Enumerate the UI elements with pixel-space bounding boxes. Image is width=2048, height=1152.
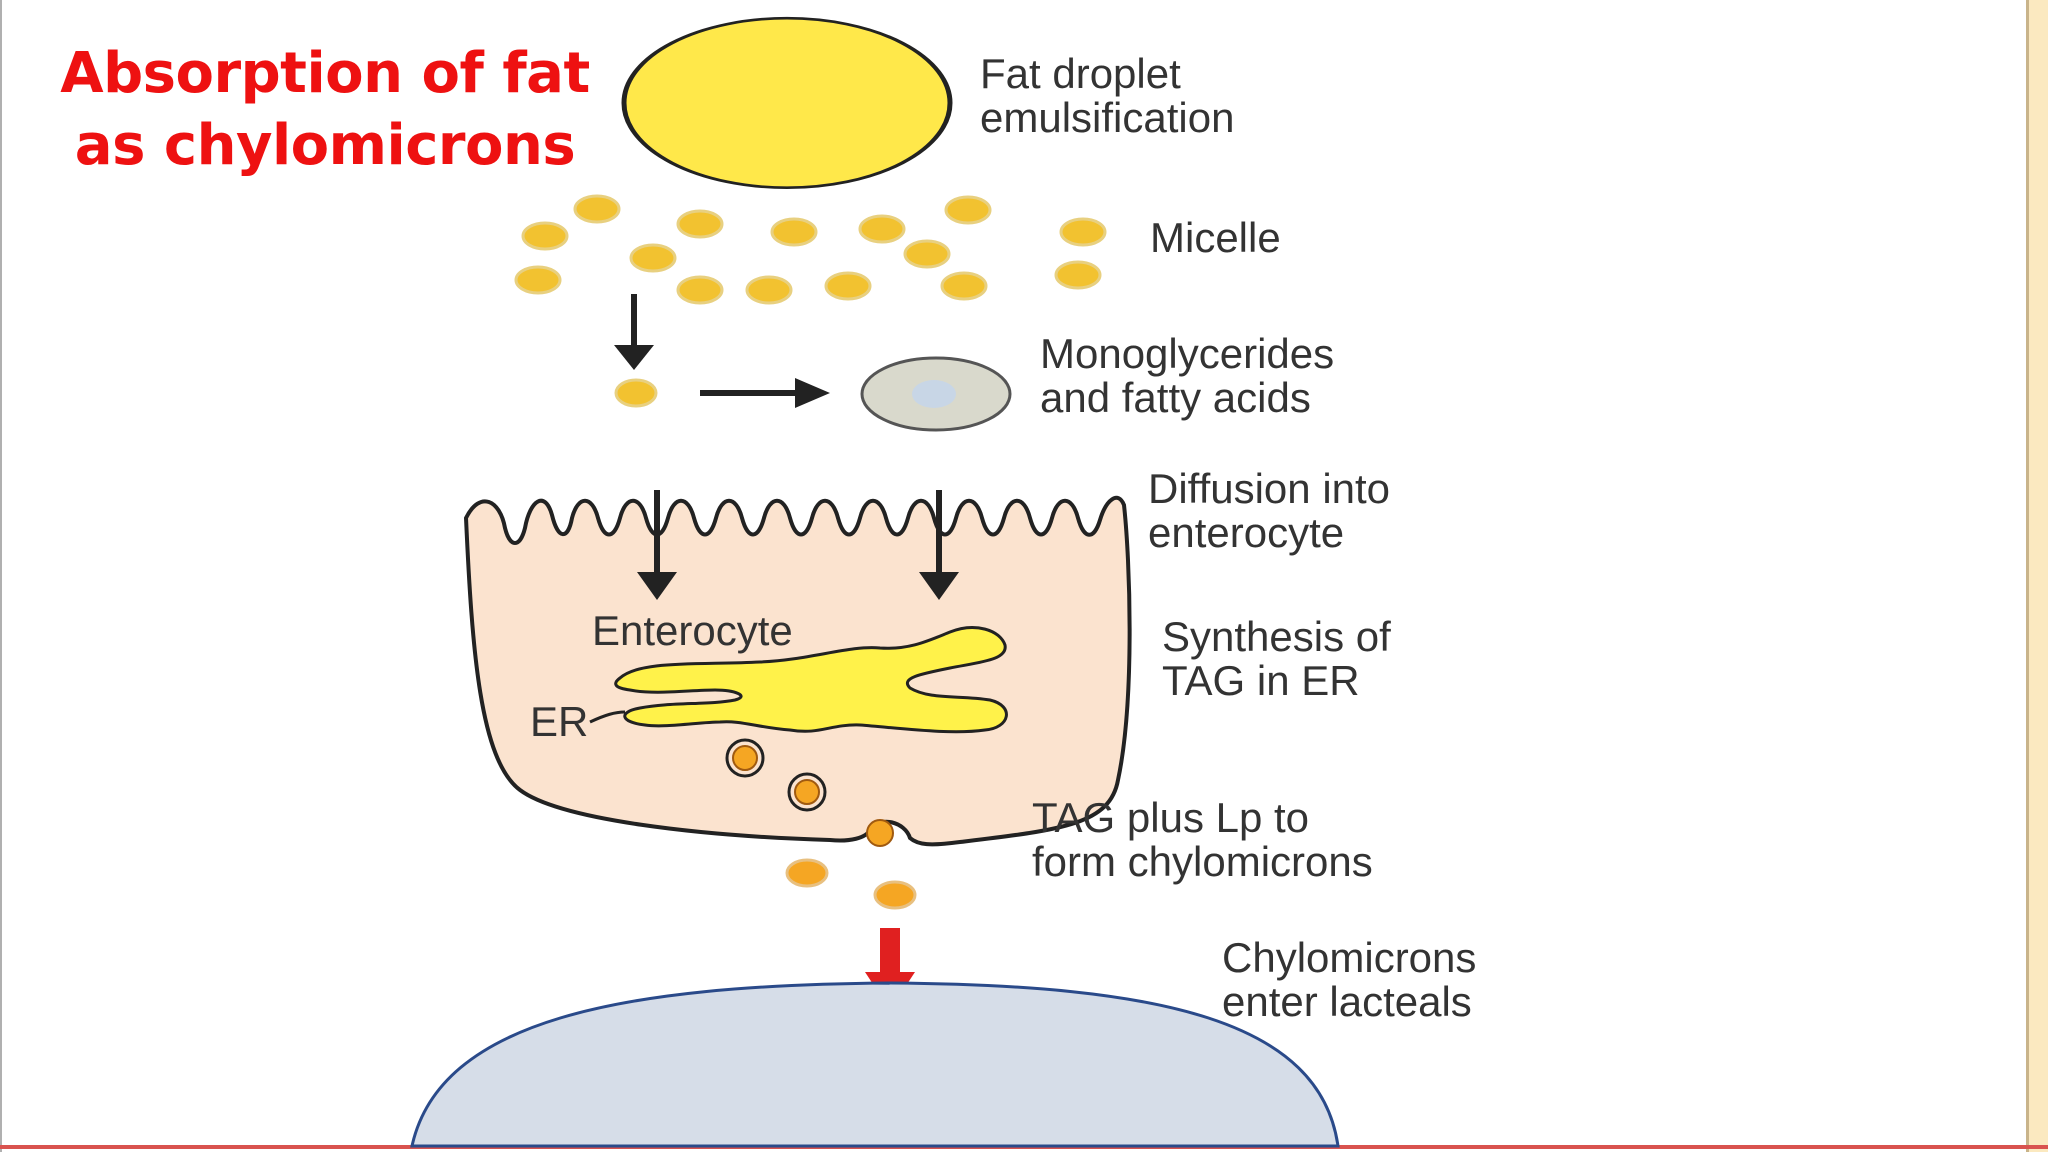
micelle-dot	[858, 214, 906, 244]
label-mono-1: Monoglycerides	[1040, 330, 1334, 377]
vesicle-group	[725, 738, 894, 847]
chylomicron	[785, 858, 829, 888]
arrow-into-cell-left-head	[637, 572, 677, 600]
micelle-dot	[940, 271, 988, 301]
right-decorative-band	[2026, 0, 2048, 1152]
label-lacteal-2: enter lacteals	[1222, 978, 1472, 1025]
micelle-dot	[1054, 260, 1102, 290]
micelle-dot	[514, 265, 562, 295]
micelle-dot	[676, 209, 724, 239]
label-fat-droplet-1: Fat droplet	[980, 50, 1181, 97]
label-lacteal-1: Chylomicrons	[1222, 934, 1476, 981]
label-diffusion-2: enterocyte	[1148, 509, 1344, 556]
er-pointer	[589, 710, 626, 724]
lacteal	[410, 981, 1340, 1148]
micelle-dot	[676, 275, 724, 305]
micelle-dot	[629, 243, 677, 273]
micelle-cluster	[514, 194, 1107, 305]
label-er: ER	[530, 698, 588, 745]
arrow-into-cell-right-head	[919, 572, 959, 600]
exocytosis-vesicle-core	[866, 819, 894, 847]
monoglyceride-core	[912, 380, 956, 408]
label-tag-1: TAG plus Lp to	[1032, 794, 1309, 841]
step-labels: Fat droplet emulsification Micelle Monog…	[530, 50, 1476, 1025]
label-fat-droplet-2: emulsification	[980, 94, 1234, 141]
label-diffusion-1: Diffusion into	[1148, 465, 1390, 512]
tag-vesicle-core	[732, 745, 758, 771]
arrow-right-head	[795, 378, 830, 408]
label-synthesis-2: TAG in ER	[1162, 657, 1360, 704]
micelle-dot	[573, 194, 621, 224]
label-synthesis-1: Synthesis of	[1162, 613, 1391, 660]
fat-droplet	[621, 16, 953, 190]
micelle-dot	[521, 221, 569, 251]
micelle-dot	[770, 217, 818, 247]
micelle-dot	[1059, 217, 1107, 247]
red-arrow-shaft	[880, 928, 900, 976]
single-micelle	[614, 378, 658, 408]
title-line-2: as chylomicrons	[74, 113, 576, 178]
micelle-dot	[944, 195, 992, 225]
chylomicron	[873, 880, 917, 910]
arrow-down-micelle-head	[614, 345, 654, 370]
micelle-dot	[903, 239, 951, 269]
title-line-1: Absorption of fat	[60, 41, 590, 106]
micelle-dot	[745, 275, 793, 305]
micelle-dot	[824, 271, 872, 301]
label-enterocyte: Enterocyte	[592, 607, 793, 654]
label-mono-2: and fatty acids	[1040, 374, 1311, 421]
label-micelle: Micelle	[1150, 214, 1281, 261]
label-tag-2: form chylomicrons	[1032, 838, 1373, 885]
tag-vesicle-core	[794, 779, 820, 805]
endoplasmic-reticulum	[614, 626, 1008, 734]
left-border	[0, 0, 2, 1152]
slide-title: Absorption of fat as chylomicrons	[60, 38, 590, 182]
